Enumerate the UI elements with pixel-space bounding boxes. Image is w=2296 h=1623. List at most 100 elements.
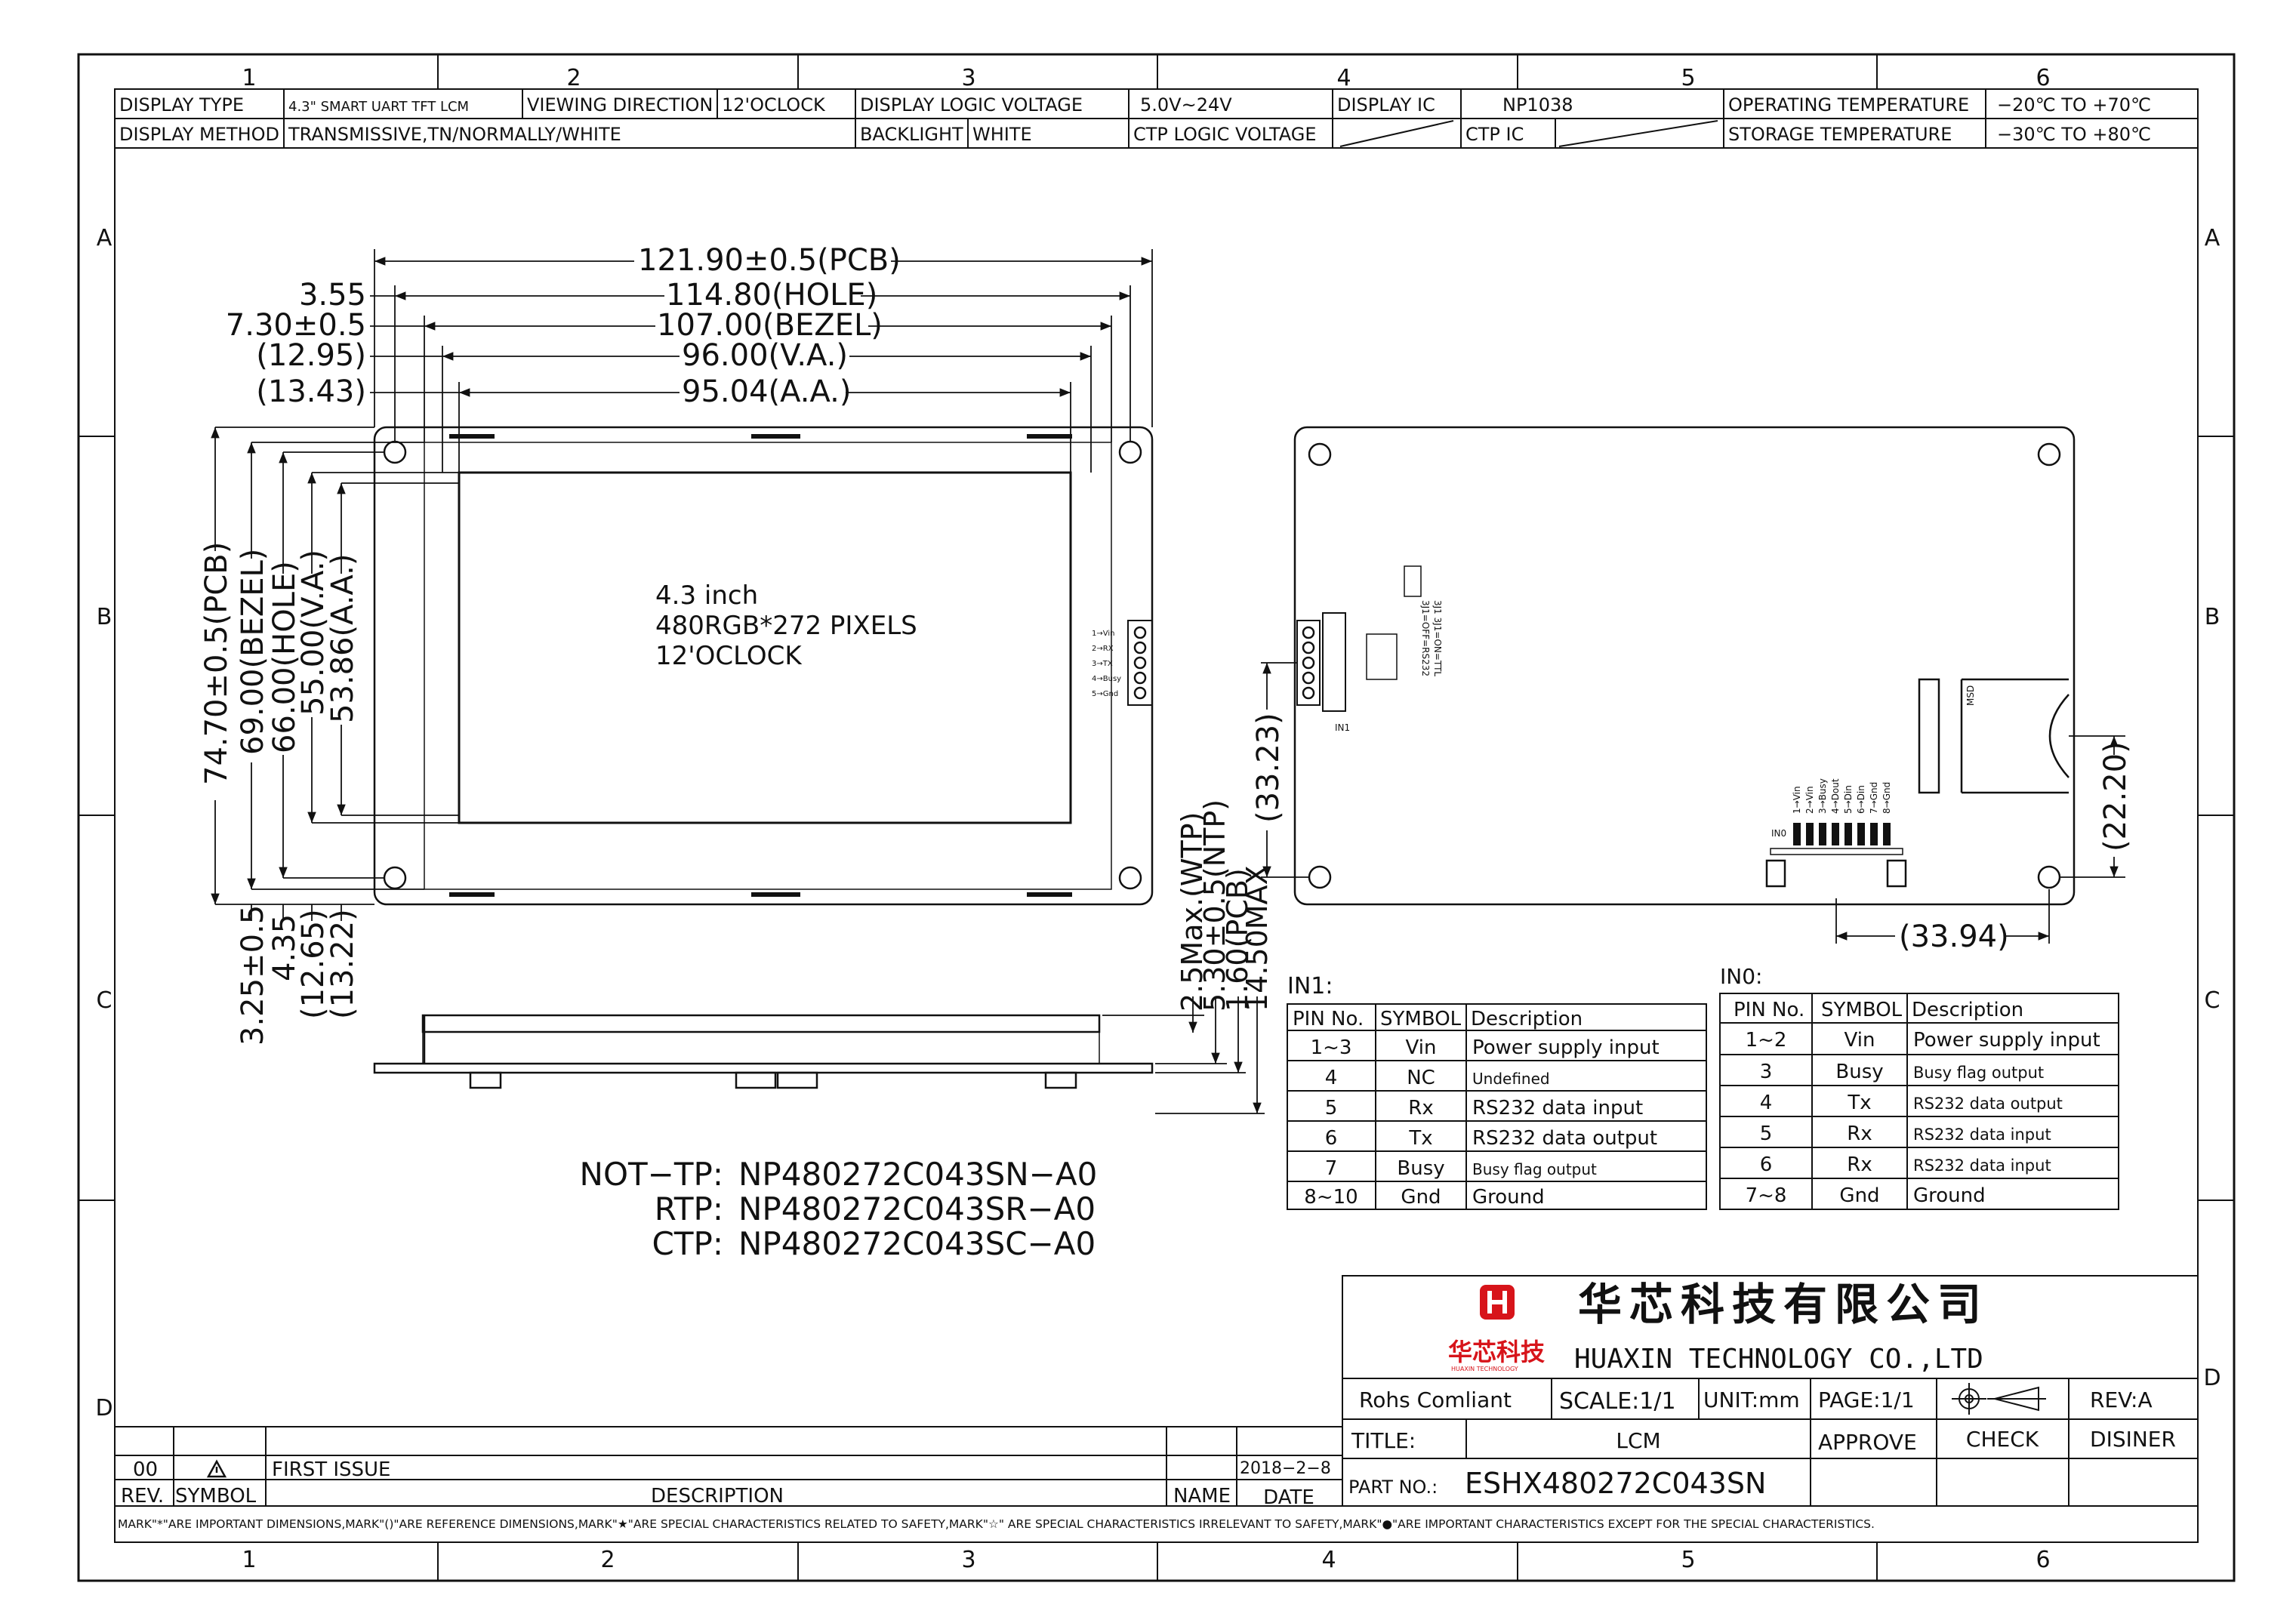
in0-table-title: IN0: — [1720, 964, 1762, 989]
dim-pcb-height: 74.70±0.5(PCB) — [199, 542, 234, 785]
spec-label-ctp-ic: CTP IC — [1465, 124, 1524, 145]
dim-hole-width: 114.80(HOLE) — [666, 278, 877, 313]
grid-col-2: 2 — [566, 65, 581, 91]
table-cell: 5 — [1325, 1097, 1338, 1119]
table-cell: Tx — [1408, 1127, 1432, 1150]
table-cell: Gnd — [1839, 1184, 1879, 1207]
grid-row-b: B — [97, 604, 112, 630]
spec-label-operating-temp: OPERATING TEMPERATURE — [1728, 94, 1969, 115]
side-dim-ntp: 5.30±0.5(NTP) — [1198, 799, 1231, 1012]
table-cell: 7~8 — [1746, 1184, 1787, 1207]
table-cell: Rx — [1847, 1123, 1872, 1145]
table-cell: Vin — [1845, 1029, 1875, 1052]
in1-table-title: IN1: — [1287, 973, 1333, 999]
company-name-cn: 华芯科技有限公司 — [1578, 1279, 1989, 1330]
spec-label-storage-temp: STORAGE TEMPERATURE — [1728, 124, 1952, 145]
table-cell: Tx — [1847, 1092, 1871, 1114]
table-cell: RS232 data input — [1913, 1156, 2051, 1175]
grid-row-d-right: D — [2203, 1365, 2220, 1391]
back-label-msd: MSD — [1965, 685, 1976, 706]
company-logo: 华芯科技 HUAXIN TECHNOLOGY — [1448, 1285, 1545, 1372]
rohs-label: Rohs Comliant — [1359, 1387, 1512, 1412]
grid-row-c-right: C — [2205, 987, 2220, 1014]
logo-text: 华芯科技 — [1448, 1338, 1545, 1366]
approve-label: APPROVE — [1818, 1430, 1917, 1455]
in0-pin-4: 4→Dout — [1830, 778, 1841, 814]
grid-row-d: D — [95, 1395, 112, 1421]
dim-aa-height: 53.86(A.A.) — [325, 554, 360, 723]
in1-header-description: Description — [1471, 1008, 1583, 1030]
spec-label-backlight: BACKLIGHT — [860, 124, 963, 145]
dim-bezel-height: 69.00(BEZEL) — [236, 549, 270, 755]
in0-pin-1: 1→Vin — [1792, 786, 1802, 814]
grid-row-a: A — [97, 225, 112, 251]
in0-header-pins — [1793, 823, 1891, 845]
pn-ctp: NP480272C043SC−A0 — [738, 1225, 1096, 1262]
back-label-in0: IN0 — [1771, 828, 1786, 839]
grid-col-4-bottom: 4 — [1321, 1547, 1336, 1573]
vertical-dimensions — [211, 427, 459, 921]
dim-offset-va: (12.95) — [256, 338, 366, 373]
grid-col-1-bottom: 1 — [242, 1547, 256, 1573]
horizontal-dimensions — [370, 249, 1153, 473]
rev-header-rev: REV. — [121, 1485, 164, 1508]
front-pin-2: 2→RX — [1092, 645, 1114, 653]
front-pin-1: 1→Vin — [1092, 630, 1114, 638]
table-cell: RS232 data input — [1913, 1126, 2051, 1144]
pn-rtp: NP480272C043SR−A0 — [738, 1190, 1096, 1227]
dim-offset-aa: (13.43) — [256, 374, 366, 409]
in0-pin-5: 5→Din — [1843, 785, 1854, 814]
rev-header-symbol: SYMBOL — [175, 1485, 257, 1508]
in0-pin-8: 8→Gnd — [1881, 782, 1892, 814]
front-pin-4: 4→Busy — [1092, 675, 1121, 683]
panel-resolution-text: 480RGB*272 PIXELS — [655, 611, 917, 641]
spec-value-backlight: WHITE — [972, 124, 1032, 145]
grid-ticks — [79, 54, 2234, 1581]
in1-table-grid — [1287, 1003, 1707, 1210]
front-pin-3: 3→TX — [1092, 660, 1113, 668]
table-cell: Busy — [1397, 1157, 1444, 1180]
panel-orientation-text: 12'OCLOCK — [655, 641, 803, 671]
in0-pin-2: 2→Vin — [1804, 786, 1815, 814]
spec-value-logic-voltage: 5.0V~24V — [1140, 94, 1232, 115]
table-cell: Undefined — [1472, 1070, 1550, 1088]
active-area — [458, 471, 1072, 824]
table-cell: 7 — [1325, 1157, 1338, 1180]
grid-col-3-bottom: 3 — [961, 1547, 975, 1573]
part-no-value: ESHX480272C043SN — [1465, 1467, 1766, 1500]
dim-pcb-width: 121.90±0.5(PCB) — [638, 243, 901, 278]
grid-col-6: 6 — [2036, 65, 2050, 91]
back-view — [1293, 426, 2076, 906]
table-cell: Busy flag output — [1913, 1064, 2044, 1082]
side-dim-wtp: 2.5Max.(WTP) — [1176, 812, 1209, 1012]
logo-subtext: HUAXIN TECHNOLOGY — [1451, 1366, 1518, 1372]
dim-va-width: 96.00(V.A.) — [682, 338, 848, 373]
spec-table-grid — [114, 88, 2199, 149]
mount-hole-tr — [1118, 440, 1142, 464]
part-no-label: PART NO.: — [1348, 1477, 1438, 1498]
spec-label-display-type: DISPLAY TYPE — [119, 94, 244, 115]
in0-table-grid — [1719, 993, 2119, 1210]
table-cell: 8~10 — [1304, 1186, 1358, 1209]
in0-table-rows: 1~2 Vin Power supply input 3 Busy Busy f… — [1746, 1029, 2100, 1207]
grid-col-2-bottom: 2 — [600, 1547, 615, 1573]
in1-table-rows: 1~3 Vin Power supply input 4 NC Undefine… — [1304, 1036, 1659, 1209]
disiner-label: DISINER — [2090, 1427, 2176, 1452]
in0-pin-3: 3→Busy — [1817, 778, 1828, 814]
side-view — [373, 1014, 1154, 1089]
in0-pin-7: 7→Gnd — [1869, 782, 1879, 814]
in1-header-symbol: SYMBOL — [1380, 1008, 1462, 1030]
table-cell: Ground — [1472, 1186, 1545, 1209]
spec-value-storage-temp: −30℃ TO +80℃ — [1997, 124, 2151, 145]
dim-va-height: 55.00(V.A.) — [296, 550, 331, 716]
grid-col-3: 3 — [961, 65, 975, 91]
projection-symbol-icon — [1952, 1383, 2046, 1415]
table-cell: Power supply input — [1913, 1029, 2100, 1052]
mount-hole-bl — [383, 866, 407, 890]
page-label: PAGE:1/1 — [1818, 1387, 1915, 1412]
in0-header-symbol: SYMBOL — [1821, 999, 1903, 1021]
dim-offset-hole: 3.55 — [299, 278, 366, 313]
in0-pin-6: 6→Din — [1856, 785, 1866, 814]
title-block-grid — [1342, 1275, 2199, 1507]
dim-hole-height: 66.00(HOLE) — [267, 561, 302, 753]
